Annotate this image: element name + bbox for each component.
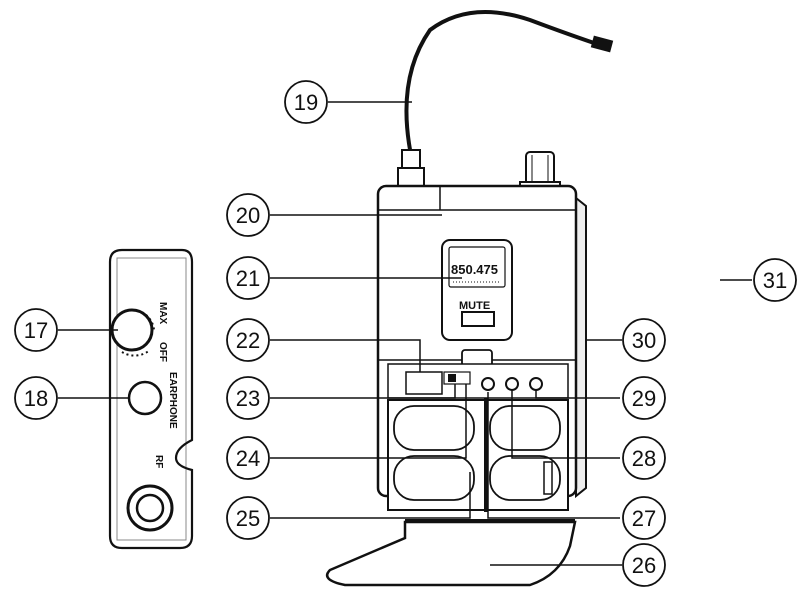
max-label: MAX bbox=[157, 302, 168, 325]
button-a[interactable] bbox=[481, 377, 495, 391]
button-c[interactable] bbox=[529, 377, 543, 391]
callout-18-label: 18 bbox=[24, 386, 48, 411]
callout-25: 25 bbox=[226, 496, 270, 540]
callout-27: 27 bbox=[622, 496, 666, 540]
callout-30: 30 bbox=[622, 318, 666, 362]
antenna bbox=[397, 10, 614, 189]
callout-22: 22 bbox=[226, 318, 270, 362]
callout-21-label: 21 bbox=[236, 266, 260, 291]
button-b[interactable] bbox=[505, 377, 519, 391]
callout-26: 26 bbox=[622, 543, 666, 587]
battery-compartment bbox=[387, 398, 569, 512]
callout-26-label: 26 bbox=[632, 553, 656, 578]
control-strip bbox=[387, 363, 569, 399]
callout-31-label: 31 bbox=[763, 268, 787, 293]
callout-19: 19 bbox=[284, 80, 328, 124]
callout-17: 17 bbox=[14, 308, 58, 352]
callout-28-label: 28 bbox=[632, 446, 656, 471]
side-panel: MAX OFF EARPHONE RF bbox=[108, 248, 194, 550]
lcd-frequency: 850.475 bbox=[451, 262, 498, 277]
callout-24: 24 bbox=[226, 436, 270, 480]
callout-23: 23 bbox=[226, 376, 270, 420]
earphone-label: EARPHONE bbox=[167, 372, 178, 429]
battery-door[interactable] bbox=[325, 520, 577, 587]
callout-19-label: 19 bbox=[294, 90, 318, 115]
callout-25-label: 25 bbox=[236, 506, 260, 531]
callout-30-label: 30 bbox=[632, 328, 656, 353]
callout-29: 29 bbox=[622, 376, 666, 420]
ir-window bbox=[405, 371, 443, 395]
earphone-button[interactable] bbox=[127, 380, 163, 416]
leader-lines bbox=[58, 101, 752, 566]
lcd-display: 850.475 MUTE bbox=[441, 239, 513, 341]
callout-24-label: 24 bbox=[236, 446, 260, 471]
callout-23-label: 23 bbox=[236, 386, 260, 411]
callout-17-label: 17 bbox=[24, 318, 48, 343]
callout-28: 28 bbox=[622, 436, 666, 480]
rf-label: RF bbox=[153, 455, 164, 468]
callout-31: 31 bbox=[753, 258, 797, 302]
mute-label: MUTE bbox=[459, 300, 490, 312]
top-knob[interactable] bbox=[519, 151, 561, 191]
callout-29-label: 29 bbox=[632, 386, 656, 411]
callout-20: 20 bbox=[226, 193, 270, 237]
mode-switch[interactable] bbox=[443, 371, 471, 385]
callout-21: 21 bbox=[226, 256, 270, 300]
callout-27-label: 27 bbox=[632, 506, 656, 531]
off-label: OFF bbox=[157, 342, 168, 362]
callout-18: 18 bbox=[14, 376, 58, 420]
mute-button[interactable] bbox=[461, 311, 495, 327]
callout-20-label: 20 bbox=[236, 203, 260, 228]
callout-22-label: 22 bbox=[236, 328, 260, 353]
